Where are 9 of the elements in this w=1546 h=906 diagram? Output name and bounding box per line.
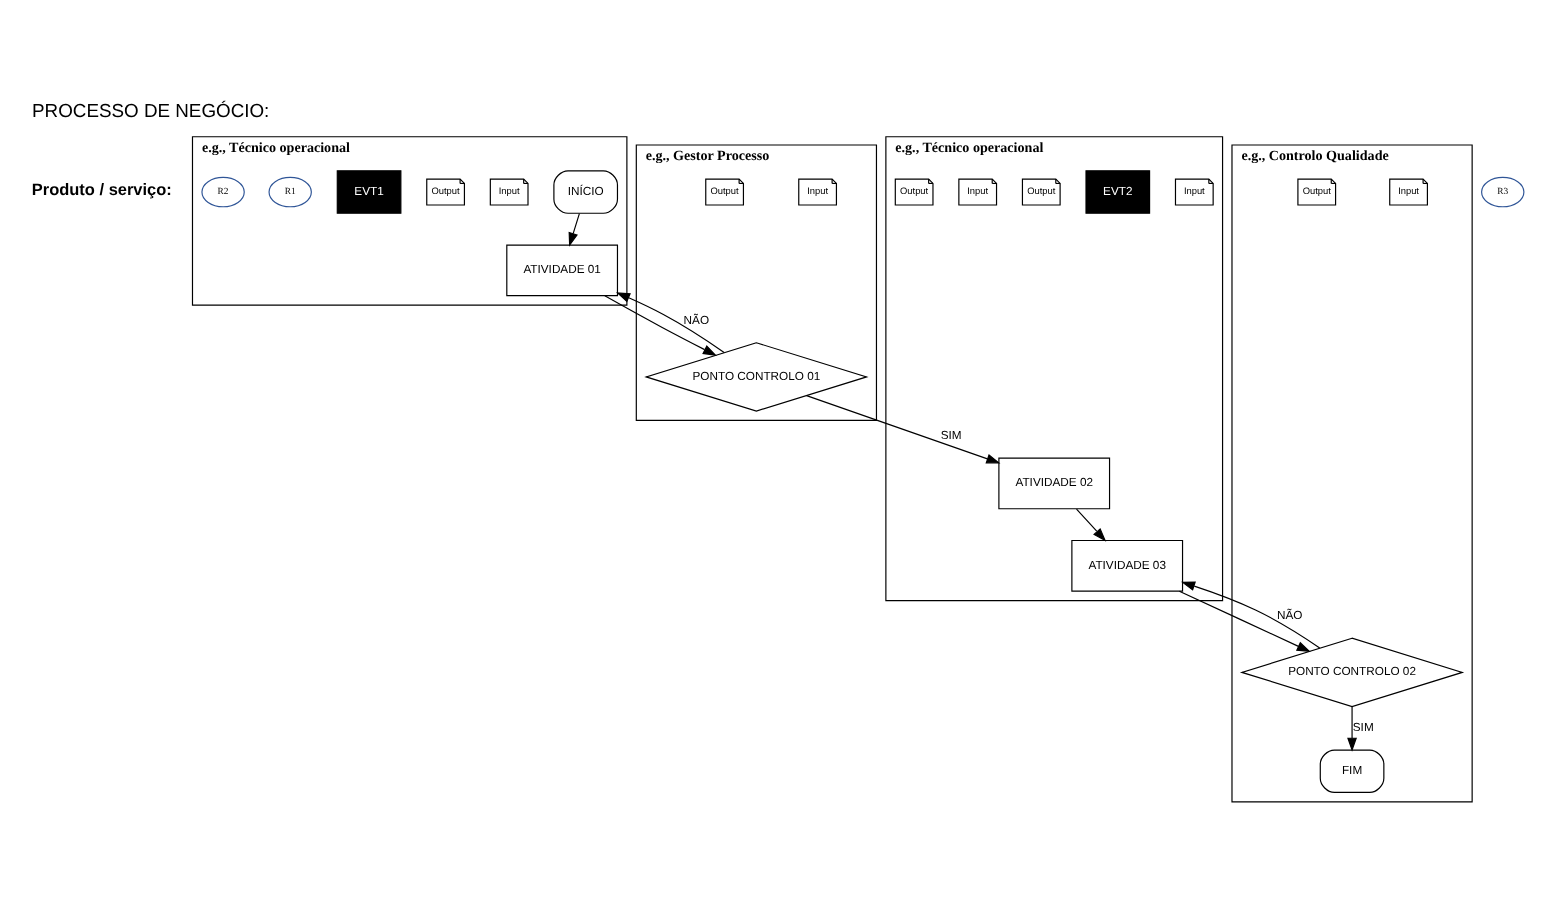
arrow — [616, 291, 725, 352]
diagram-title: PROCESSO DE NEGÓCIO: — [32, 97, 270, 120]
arrow — [1178, 589, 1311, 652]
arrow — [568, 212, 580, 246]
arrow — [806, 394, 1001, 463]
arrow — [604, 294, 718, 355]
arrow — [1347, 705, 1357, 751]
arrow — [1180, 580, 1321, 648]
arrow — [1075, 507, 1107, 541]
